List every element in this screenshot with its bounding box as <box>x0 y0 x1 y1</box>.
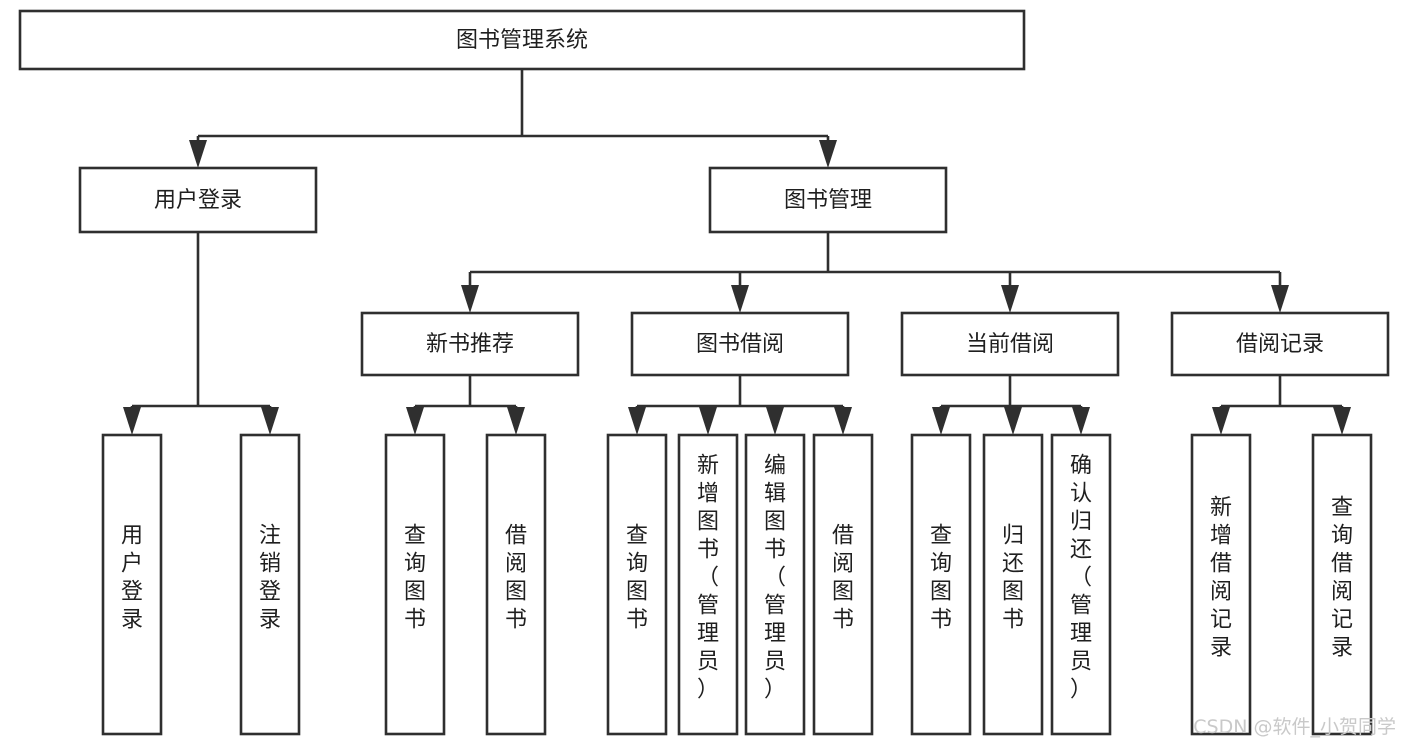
node-label: 归还图书 <box>1002 524 1024 633</box>
node-label: 用户登录 <box>154 188 242 213</box>
node-level3[interactable]: 图书借阅 <box>630 311 850 377</box>
node-label: 用户登录 <box>121 524 143 633</box>
node-box[interactable] <box>910 433 972 736</box>
arrow-head-icon <box>123 407 141 435</box>
node-label: 确认归还（管理员） <box>1070 454 1092 703</box>
watermark: CSDN @软件_小贺同学 <box>1193 716 1396 738</box>
node-label: 图书管理 <box>784 188 872 213</box>
node-box[interactable] <box>708 166 948 234</box>
node-box[interactable] <box>1170 311 1390 377</box>
arrow-head-icon <box>461 285 479 313</box>
node-leaf[interactable]: 新增借阅记录 <box>1190 433 1252 736</box>
node-level3[interactable]: 借阅记录 <box>1170 311 1390 377</box>
node-box[interactable] <box>1311 433 1373 736</box>
node-label: 当前借阅 <box>966 332 1054 357</box>
node-box[interactable] <box>982 433 1044 736</box>
node-root[interactable]: 图书管理系统 <box>18 9 1026 71</box>
node-label: 新增借阅记录 <box>1210 496 1232 661</box>
node-level2[interactable]: 用户登录 <box>78 166 318 234</box>
arrow-head-icon <box>1072 407 1090 435</box>
arrow-head-icon <box>1001 285 1019 313</box>
node-box[interactable] <box>900 311 1120 377</box>
node-box[interactable] <box>1050 433 1112 736</box>
node-box[interactable] <box>384 433 446 736</box>
arrow-head-icon <box>406 407 424 435</box>
node-label: 新书推荐 <box>426 332 514 357</box>
node-leaf[interactable]: 查询图书 <box>910 433 972 736</box>
node-label: 注销登录 <box>259 524 281 633</box>
node-box[interactable] <box>360 311 580 377</box>
node-level2[interactable]: 图书管理 <box>708 166 948 234</box>
node-level3[interactable]: 当前借阅 <box>900 311 1120 377</box>
node-label: 借阅图书 <box>505 524 527 633</box>
node-leaf[interactable]: 确认归还（管理员） <box>1050 433 1112 736</box>
node-box[interactable] <box>606 433 668 736</box>
arrow-head-icon <box>834 407 852 435</box>
arrow-head-icon <box>1004 407 1022 435</box>
node-box[interactable] <box>78 166 318 234</box>
node-leaf[interactable]: 注销登录 <box>239 433 301 736</box>
arrow-head-icon <box>1212 407 1230 435</box>
node-leaf[interactable]: 归还图书 <box>982 433 1044 736</box>
node-leaf[interactable]: 借阅图书 <box>485 433 547 736</box>
arrow-head-icon <box>699 407 717 435</box>
node-label: 图书管理系统 <box>456 28 588 53</box>
node-box[interactable] <box>485 433 547 736</box>
arrow-head-icon <box>189 140 207 168</box>
node-label: 新增图书（管理员） <box>697 454 719 703</box>
node-leaf[interactable]: 查询借阅记录 <box>1311 433 1373 736</box>
node-box[interactable] <box>101 433 163 736</box>
arrow-head-icon <box>261 407 279 435</box>
node-box[interactable] <box>630 311 850 377</box>
node-leaf[interactable]: 新增图书（管理员） <box>677 433 739 736</box>
node-label: 编辑图书（管理员） <box>764 454 786 703</box>
node-leaf[interactable]: 查询图书 <box>384 433 446 736</box>
node-leaf[interactable]: 编辑图书（管理员） <box>744 433 806 736</box>
node-label: 借阅记录 <box>1236 332 1324 357</box>
node-box[interactable] <box>677 433 739 736</box>
arrow-head-icon <box>731 285 749 313</box>
arrow-head-icon <box>819 140 837 168</box>
node-label: 查询图书 <box>930 524 952 633</box>
node-box[interactable] <box>744 433 806 736</box>
node-label: 图书借阅 <box>696 332 784 357</box>
node-box[interactable] <box>812 433 874 736</box>
node-label: 借阅图书 <box>832 524 854 633</box>
node-leaf[interactable]: 用户登录 <box>101 433 163 736</box>
node-label: 查询借阅记录 <box>1331 496 1353 661</box>
node-leaf[interactable]: 查询图书 <box>606 433 668 736</box>
arrow-head-icon <box>932 407 950 435</box>
node-label: 查询图书 <box>404 524 426 633</box>
arrow-head-icon <box>628 407 646 435</box>
arrow-head-icon <box>1333 407 1351 435</box>
node-leaf[interactable]: 借阅图书 <box>812 433 874 736</box>
arrow-head-icon <box>1271 285 1289 313</box>
arrow-head-icon <box>766 407 784 435</box>
node-label: 查询图书 <box>626 524 648 633</box>
arrow-head-icon <box>507 407 525 435</box>
node-box[interactable] <box>239 433 301 736</box>
node-box[interactable] <box>1190 433 1252 736</box>
node-box[interactable] <box>18 9 1026 71</box>
node-level3[interactable]: 新书推荐 <box>360 311 580 377</box>
